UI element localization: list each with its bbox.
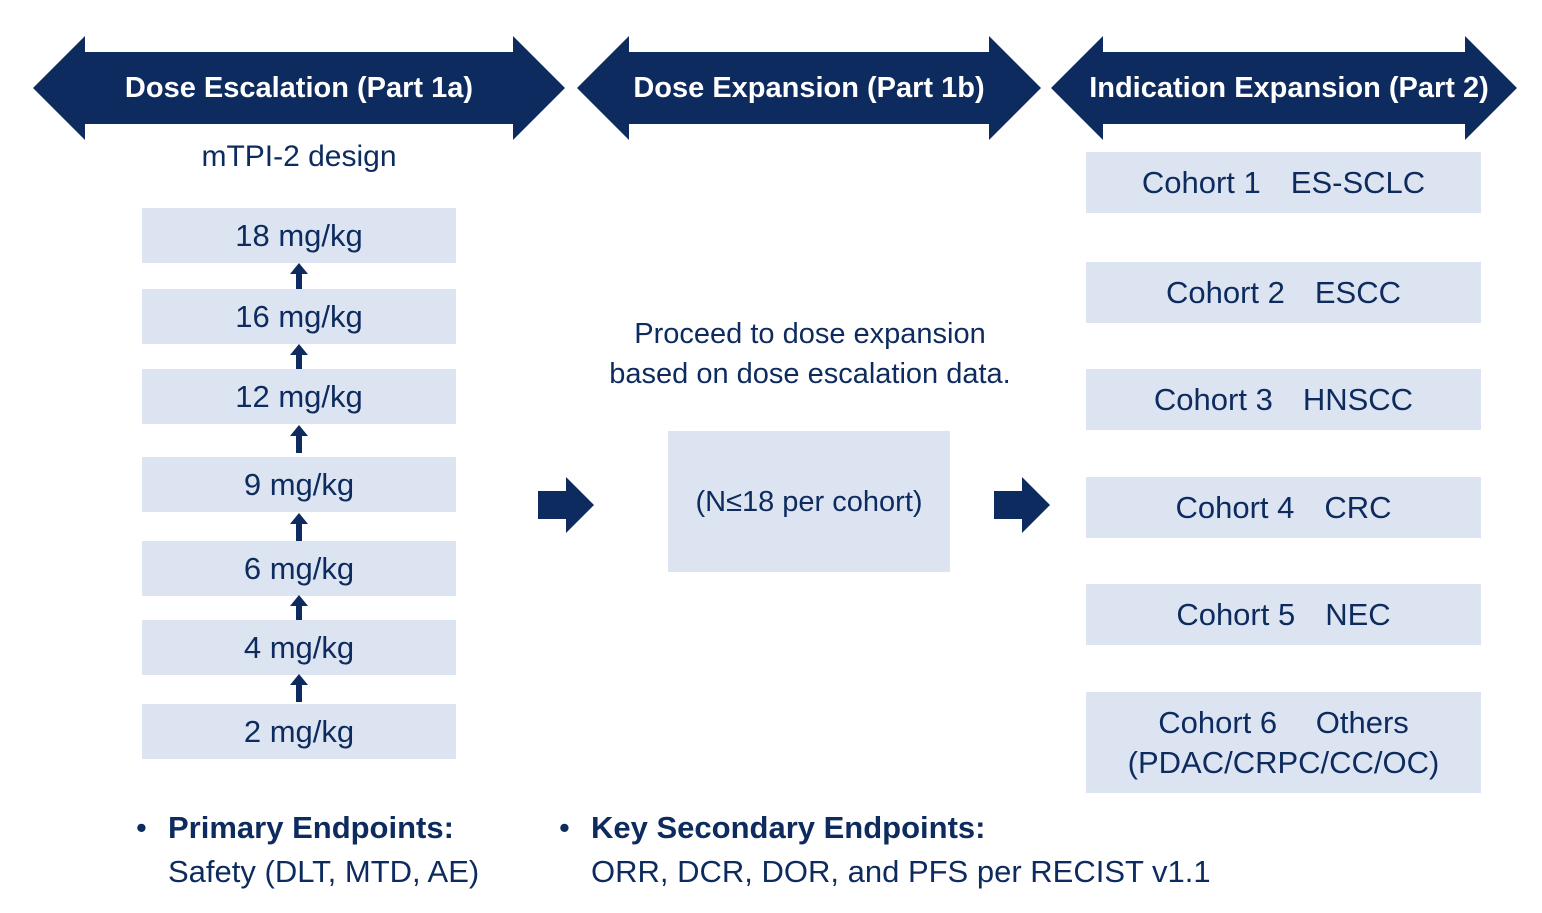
- bullet: •: [559, 810, 570, 845]
- banner-indication-expansion: Indication Expansion (Part 2): [1051, 36, 1517, 140]
- banner-label-part1b: Dose Expansion (Part 1b): [633, 71, 985, 104]
- expansion-note-line1: Proceed to dose expansion: [634, 318, 986, 350]
- up-arrow-icon: [290, 595, 308, 620]
- cohort-indication: HNSCC: [1302, 381, 1414, 417]
- dose-level-box: 9 mg/kg: [142, 457, 456, 512]
- design-label: mTPI-2 design: [201, 140, 397, 173]
- cohort-box: Cohort 5 NEC: [1086, 584, 1481, 645]
- cohort-number: Cohort 5: [1176, 596, 1296, 632]
- expansion-note-line2: based on dose escalation data.: [609, 358, 1011, 390]
- dose-level-box: 2 mg/kg: [142, 704, 456, 759]
- banner-label-part1a: Dose Escalation (Part 1a): [124, 71, 474, 104]
- double-arrow-shape: [33, 36, 565, 140]
- banner-dose-expansion: Dose Expansion (Part 1b): [577, 36, 1041, 140]
- up-arrow-icon: [290, 344, 308, 369]
- cohort-number: Cohort 3: [1153, 381, 1273, 417]
- dose-level-box: 4 mg/kg: [142, 620, 456, 675]
- primary-endpoints-title: Primary Endpoints:: [168, 810, 454, 845]
- cohort-size-box: (N≤18 per cohort): [668, 431, 950, 572]
- primary-endpoints: • Primary Endpoints: Safety (DLT, MTD, A…: [136, 806, 480, 894]
- cohort-detail: (PDAC/CRPC/CC/OC): [1127, 744, 1440, 780]
- cohort-indication: NEC: [1325, 596, 1391, 632]
- cohort-indication: ESCC: [1314, 274, 1402, 310]
- secondary-endpoints-title: Key Secondary Endpoints:: [591, 810, 986, 845]
- primary-endpoints-body: Safety (DLT, MTD, AE): [168, 854, 480, 889]
- cohort-line: Cohort 6 Others: [1158, 703, 1409, 743]
- cohort-indication: CRC: [1324, 489, 1392, 525]
- cohort-box: Cohort 1 ES-SCLC: [1086, 152, 1481, 213]
- cohort-box: Cohort 2 ESCC: [1086, 262, 1481, 323]
- cohort-number: Cohort 6: [1158, 704, 1278, 740]
- double-arrow-shape: [577, 36, 1041, 140]
- dose-level-box: 12 mg/kg: [142, 369, 456, 424]
- cohort-box: Cohort 4 CRC: [1086, 477, 1481, 538]
- up-arrow-icon: [290, 513, 308, 541]
- banner-dose-escalation: Dose Escalation (Part 1a): [33, 36, 565, 140]
- up-arrow-icon: [290, 674, 308, 702]
- right-arrow-icon: [538, 477, 594, 533]
- cohort-box: Cohort 6 Others (PDAC/CRPC/CC/OC): [1086, 692, 1481, 793]
- up-arrow-icon: [290, 263, 308, 289]
- dose-level-box: 18 mg/kg: [142, 208, 456, 263]
- bullet: •: [136, 810, 147, 845]
- secondary-endpoints: • Key Secondary Endpoints: ORR, DCR, DOR…: [559, 806, 1211, 894]
- up-arrow-icon: [290, 425, 308, 453]
- banner-label-part2: Indication Expansion (Part 2): [1089, 71, 1489, 104]
- cohort-number: Cohort 2: [1165, 274, 1285, 310]
- secondary-endpoints-body: ORR, DCR, DOR, and PFS per RECIST v1.1: [591, 854, 1211, 889]
- cohort-indication: Others: [1315, 704, 1409, 740]
- cohort-number: Cohort 4: [1175, 489, 1295, 525]
- dose-level-box: 16 mg/kg: [142, 289, 456, 344]
- cohort-indication: ES-SCLC: [1290, 164, 1426, 200]
- dose-level-box: 6 mg/kg: [142, 541, 456, 596]
- cohort-box: Cohort 3 HNSCC: [1086, 369, 1481, 430]
- double-arrow-shape: [1051, 36, 1517, 140]
- cohort-number: Cohort 1: [1141, 164, 1261, 200]
- right-arrow-icon: [994, 477, 1050, 533]
